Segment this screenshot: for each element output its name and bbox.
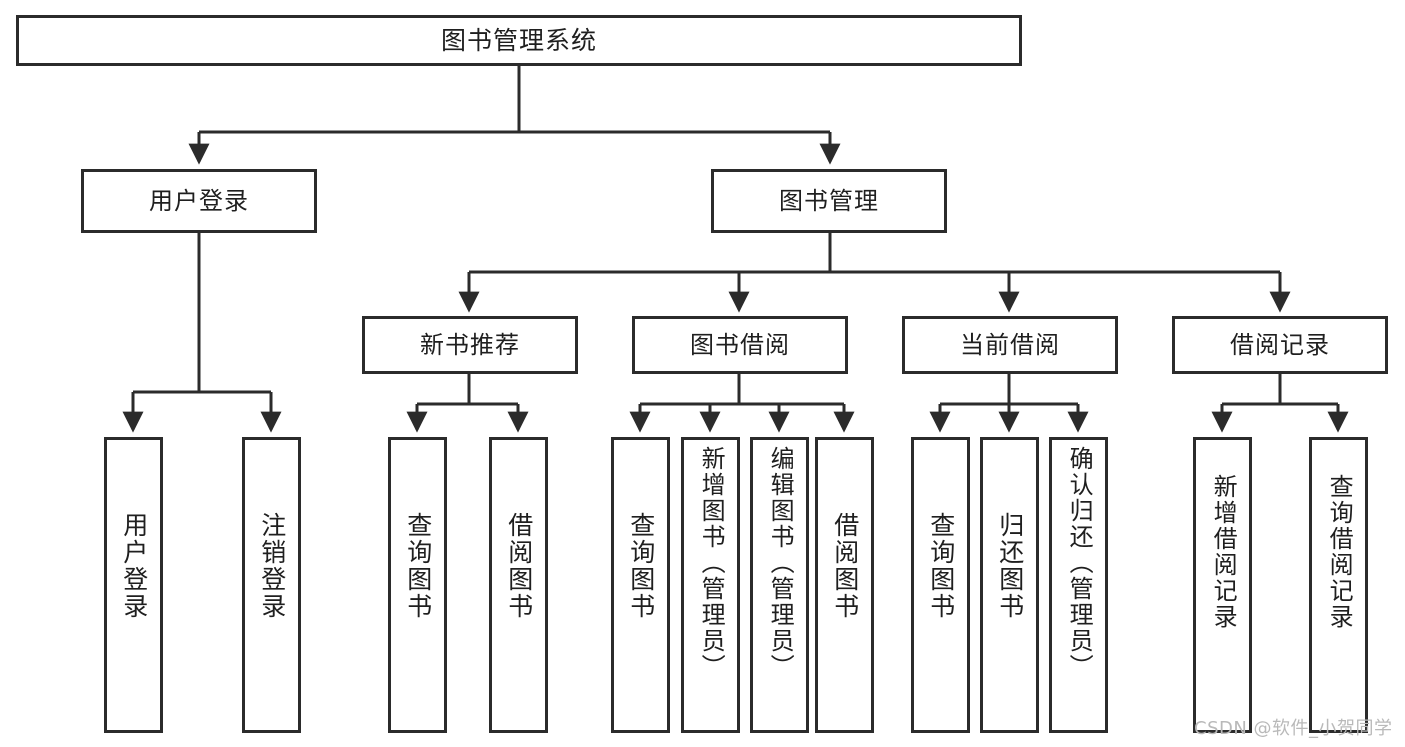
node-label: 图书管理	[779, 186, 879, 215]
leaf-new-book-query-book[interactable]: 查询图书	[388, 437, 447, 733]
node-label: 新增图书（管理员）	[697, 446, 726, 680]
node-label: 新书推荐	[420, 330, 520, 359]
leaf-current-borrow-query-book[interactable]: 查询图书	[911, 437, 970, 733]
node-label: 确认归还（管理员）	[1065, 446, 1094, 680]
leaf-book-borrow-query-book[interactable]: 查询图书	[611, 437, 670, 733]
node-user-login[interactable]: 用户登录	[81, 169, 317, 233]
node-label: 查询借阅记录	[1325, 474, 1354, 630]
leaf-book-borrow-add-book-admin[interactable]: 新增图书（管理员）	[681, 437, 740, 733]
node-label: 归还图书	[995, 512, 1025, 620]
node-label: 用户登录	[119, 512, 149, 620]
node-label: 查询图书	[626, 512, 656, 620]
node-current-borrow[interactable]: 当前借阅	[902, 316, 1118, 374]
node-root-library-management-system[interactable]: 图书管理系统	[16, 15, 1022, 66]
node-label: 查询图书	[403, 512, 433, 620]
leaf-user-login-logout[interactable]: 注销登录	[242, 437, 301, 733]
node-book-borrow[interactable]: 图书借阅	[632, 316, 848, 374]
node-book-management[interactable]: 图书管理	[711, 169, 947, 233]
node-label: 编辑图书（管理员）	[766, 446, 795, 680]
leaf-borrow-record-add-record[interactable]: 新增借阅记录	[1193, 437, 1252, 733]
leaf-book-borrow-borrow-book[interactable]: 借阅图书	[815, 437, 874, 733]
node-label: 图书管理系统	[440, 25, 597, 55]
node-label: 用户登录	[149, 186, 249, 215]
node-label: 图书借阅	[690, 330, 790, 359]
node-label: 借阅记录	[1230, 330, 1330, 359]
node-label: 当前借阅	[960, 330, 1060, 359]
csdn-watermark: CSDN @软件_小贺同学	[1194, 718, 1393, 739]
leaf-new-book-borrow-book[interactable]: 借阅图书	[489, 437, 548, 733]
leaf-book-borrow-edit-book-admin[interactable]: 编辑图书（管理员）	[750, 437, 809, 733]
leaf-current-borrow-confirm-return-admin[interactable]: 确认归还（管理员）	[1049, 437, 1108, 733]
node-label: 注销登录	[257, 512, 287, 620]
node-label: 借阅图书	[830, 512, 860, 620]
node-label: 新增借阅记录	[1209, 474, 1238, 630]
leaf-borrow-record-query-record[interactable]: 查询借阅记录	[1309, 437, 1368, 733]
node-label: 借阅图书	[504, 512, 534, 620]
leaf-current-borrow-return-book[interactable]: 归还图书	[980, 437, 1039, 733]
node-borrow-record[interactable]: 借阅记录	[1172, 316, 1388, 374]
node-new-book-recommend[interactable]: 新书推荐	[362, 316, 578, 374]
leaf-user-login-login[interactable]: 用户登录	[104, 437, 163, 733]
node-label: 查询图书	[926, 512, 956, 620]
